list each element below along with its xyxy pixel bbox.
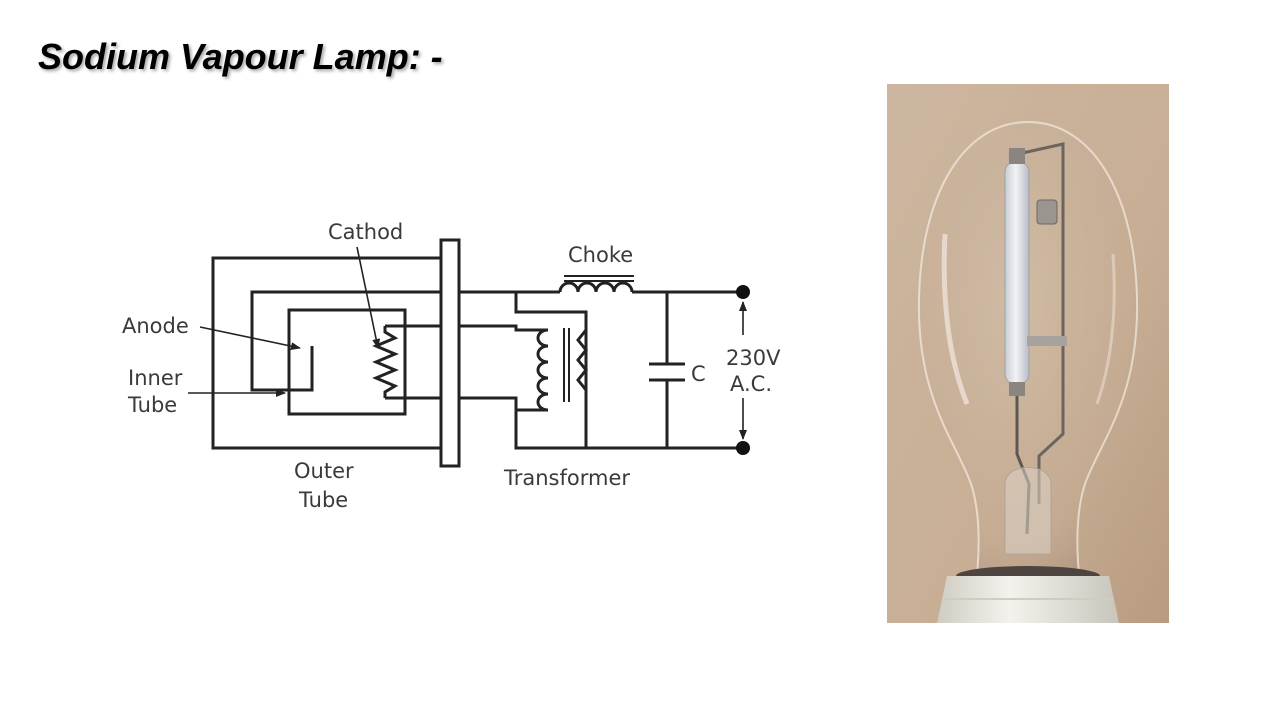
supply-type-label: A.C.	[730, 372, 772, 396]
cathode-label: Cathod	[328, 220, 403, 244]
transformer-secondary-coil	[576, 329, 588, 391]
lead-to-secondary	[514, 292, 588, 400]
transformer-primary-lead	[459, 324, 548, 332]
anode-pointer	[199, 326, 301, 351]
outer-tube-label-line2: Tube	[298, 488, 348, 512]
bottom-rail	[514, 410, 743, 450]
capacitor-label: C	[691, 362, 706, 386]
arc-tube	[1004, 161, 1030, 385]
cathode-pointer	[356, 246, 381, 349]
transformer-label: Transformer	[503, 466, 630, 490]
transformer-primary-coil	[536, 328, 549, 412]
supply-voltage-label: 230V	[726, 346, 781, 370]
choke-coil	[558, 281, 634, 293]
arc-tube-cap-top	[1009, 148, 1025, 164]
supply-terminal-bottom	[736, 441, 750, 455]
transformer-primary-return	[459, 396, 548, 412]
outer-tube-label-line1: Outer	[294, 459, 354, 483]
arc-tube-cap-bottom	[1009, 382, 1025, 396]
anode-lead	[250, 290, 441, 392]
inner-tube-label-line2: Tube	[127, 393, 177, 417]
sodium-lamp-photo	[887, 84, 1169, 623]
support-strap	[1027, 336, 1067, 346]
glass-stem	[1004, 467, 1052, 555]
inner-tube-label-line1: Inner	[128, 366, 183, 390]
supply-terminal-top	[736, 285, 750, 299]
inner-tube	[287, 308, 407, 416]
sodium-lamp-circuit-diagram: Cathod Choke Anode Inner Tube Outer Tube…	[110, 200, 810, 530]
lamp-cap	[439, 238, 461, 468]
cathode-filament	[372, 326, 399, 398]
choke-label: Choke	[568, 243, 633, 267]
glass-highlight-right	[1095, 253, 1116, 405]
slide-title: Sodium Vapour Lamp: -	[38, 36, 443, 77]
anode-label: Anode	[122, 314, 189, 338]
getter-disc	[1036, 199, 1058, 225]
outer-tube	[211, 256, 441, 450]
glass-highlight	[941, 233, 970, 405]
